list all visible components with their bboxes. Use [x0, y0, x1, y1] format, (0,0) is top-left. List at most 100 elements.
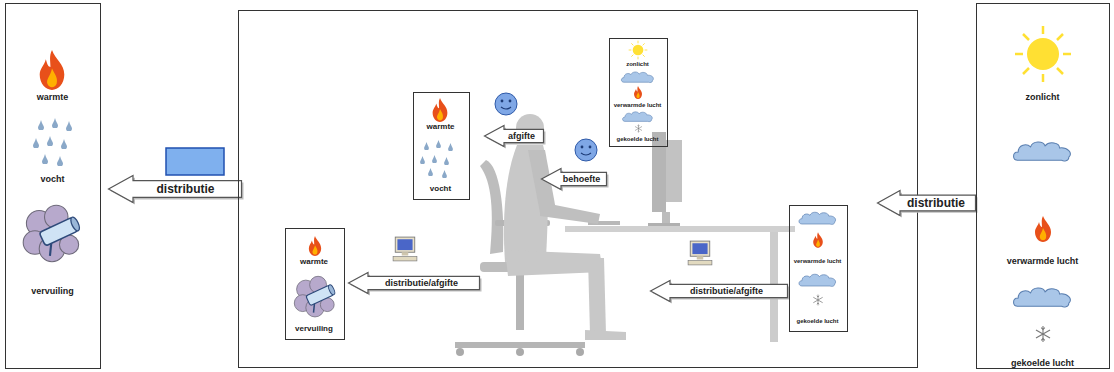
person-forearm: [540, 202, 600, 224]
icon-caption: gekoelde lucht: [977, 358, 1108, 369]
cold-icon: [1036, 326, 1050, 342]
arrow-body: [878, 191, 976, 216]
arrow-body: [541, 168, 606, 189]
cold-icon: [813, 295, 822, 306]
icon-caption: vocht: [6, 174, 99, 185]
chair-back: [480, 160, 503, 254]
icon-caption: zonlicht: [610, 60, 666, 68]
air-icon: [1014, 288, 1071, 307]
air-icon: [621, 72, 653, 83]
icon-caption: vervuiling: [6, 286, 99, 297]
icon-caption: verwarmde lucht: [977, 256, 1108, 267]
heat-icon: [634, 86, 642, 99]
flow-arrow: distributie/afgifte: [650, 280, 788, 302]
moisture-icon: [42, 154, 48, 165]
smiley-icon: [575, 139, 597, 161]
emission-box-icons: [420, 98, 453, 178]
moisture-icon: [432, 155, 437, 163]
moisture-icon: [33, 138, 39, 149]
arrow-body: [348, 272, 479, 293]
moisture-icon: [38, 120, 44, 131]
supply-box: verwarmde lucht gekoelde lucht: [789, 205, 848, 332]
flow-arrow: afgifte: [484, 125, 544, 147]
air-icon: [1014, 142, 1071, 161]
sunlight-icon: [1015, 26, 1071, 82]
moisture-icon: [424, 142, 429, 150]
heat-icon: [1035, 216, 1051, 242]
icon-caption: zonlicht: [977, 92, 1108, 103]
icon-caption: verwarmde lucht: [610, 101, 666, 109]
desk-top: [565, 226, 795, 232]
arrow-label: distributie: [896, 190, 976, 216]
heat-icon: [40, 50, 65, 90]
icon-caption: verwarmde lucht: [790, 257, 846, 265]
moisture-icon: [420, 156, 425, 164]
source-panel: warmte vocht vervuiling: [5, 3, 101, 369]
chair-wheel: [516, 348, 524, 356]
emission-box: warmte vervuiling: [285, 228, 345, 340]
flow-arrow: behoefte: [541, 168, 607, 190]
flow-arrow: distributie: [877, 190, 976, 216]
air-icon: [799, 212, 836, 224]
moisture-icon: [448, 143, 453, 151]
moisture-icon: [442, 170, 447, 178]
icon-caption: warmte: [414, 122, 468, 132]
moisture-icon: [47, 136, 53, 147]
desk-and-monitor: [565, 132, 795, 342]
arrow-label: distributie/afgifte: [364, 272, 480, 294]
arrow-body: [484, 125, 543, 146]
icon-caption: warmte: [286, 257, 343, 267]
laptop-screen-icon: [166, 148, 224, 175]
chair-wheel: [576, 348, 584, 356]
flow-arrow: distributie/afgifte: [348, 272, 480, 294]
top-box-icons: [621, 41, 653, 133]
room-panel: zonlicht verwarmde lucht gekoelde lucht war…: [238, 10, 918, 368]
monitor-screen: [652, 132, 666, 212]
moisture-icon: [52, 118, 58, 129]
heat-icon: [433, 98, 448, 122]
smiley-icon: [495, 93, 517, 115]
cold-icon: [635, 124, 642, 132]
arrow-label: afgifte: [500, 125, 544, 147]
icon-caption: vervuiling: [286, 324, 343, 334]
computer-icon: [688, 241, 712, 265]
person-foot: [585, 330, 626, 340]
seated-person: [504, 114, 626, 340]
monitor-base: [648, 223, 680, 226]
flow-arrow: distributie: [108, 175, 242, 203]
icon-caption: gekoelde lucht: [790, 317, 846, 325]
moisture-icon: [428, 168, 433, 176]
moisture-icon: [57, 156, 63, 167]
sunlight-icon: [629, 41, 648, 60]
arrow-label: distributie/afgifte: [666, 280, 788, 302]
arrow-label: behoefte: [557, 168, 607, 190]
lower-left-box-icons: [294, 236, 339, 317]
pollution-icon: [23, 205, 86, 262]
air-icon: [623, 112, 653, 122]
arrow-label: distributie: [129, 175, 242, 203]
heat-icon: [813, 232, 823, 248]
icon-caption: vocht: [414, 184, 468, 194]
chair-stem: [516, 272, 524, 330]
emission-box: warmte vocht: [413, 92, 470, 200]
monitor-back: [666, 140, 682, 202]
heat-icon: [309, 236, 321, 256]
moisture-icon: [66, 121, 72, 132]
icon-caption: warmte: [6, 92, 99, 103]
moisture-icon: [61, 139, 67, 150]
arrow-body: [109, 176, 242, 203]
chair-base: [455, 342, 585, 348]
chair-wheel: [456, 348, 464, 356]
right-panel-icons: [1014, 26, 1071, 342]
pollution-icon: [294, 276, 339, 317]
person-leg: [588, 258, 606, 334]
lower-right-box-icons: [799, 212, 836, 305]
left-panel-icons: [23, 50, 86, 262]
moisture-icon: [436, 140, 441, 148]
arrow-body: [650, 280, 787, 301]
computer-icon: [393, 237, 417, 261]
source-panel: zonlicht verwarmde lucht gekoelde lucht: [976, 3, 1110, 369]
icon-caption: gekoelde lucht: [610, 135, 666, 143]
moisture-icon: [444, 157, 449, 165]
